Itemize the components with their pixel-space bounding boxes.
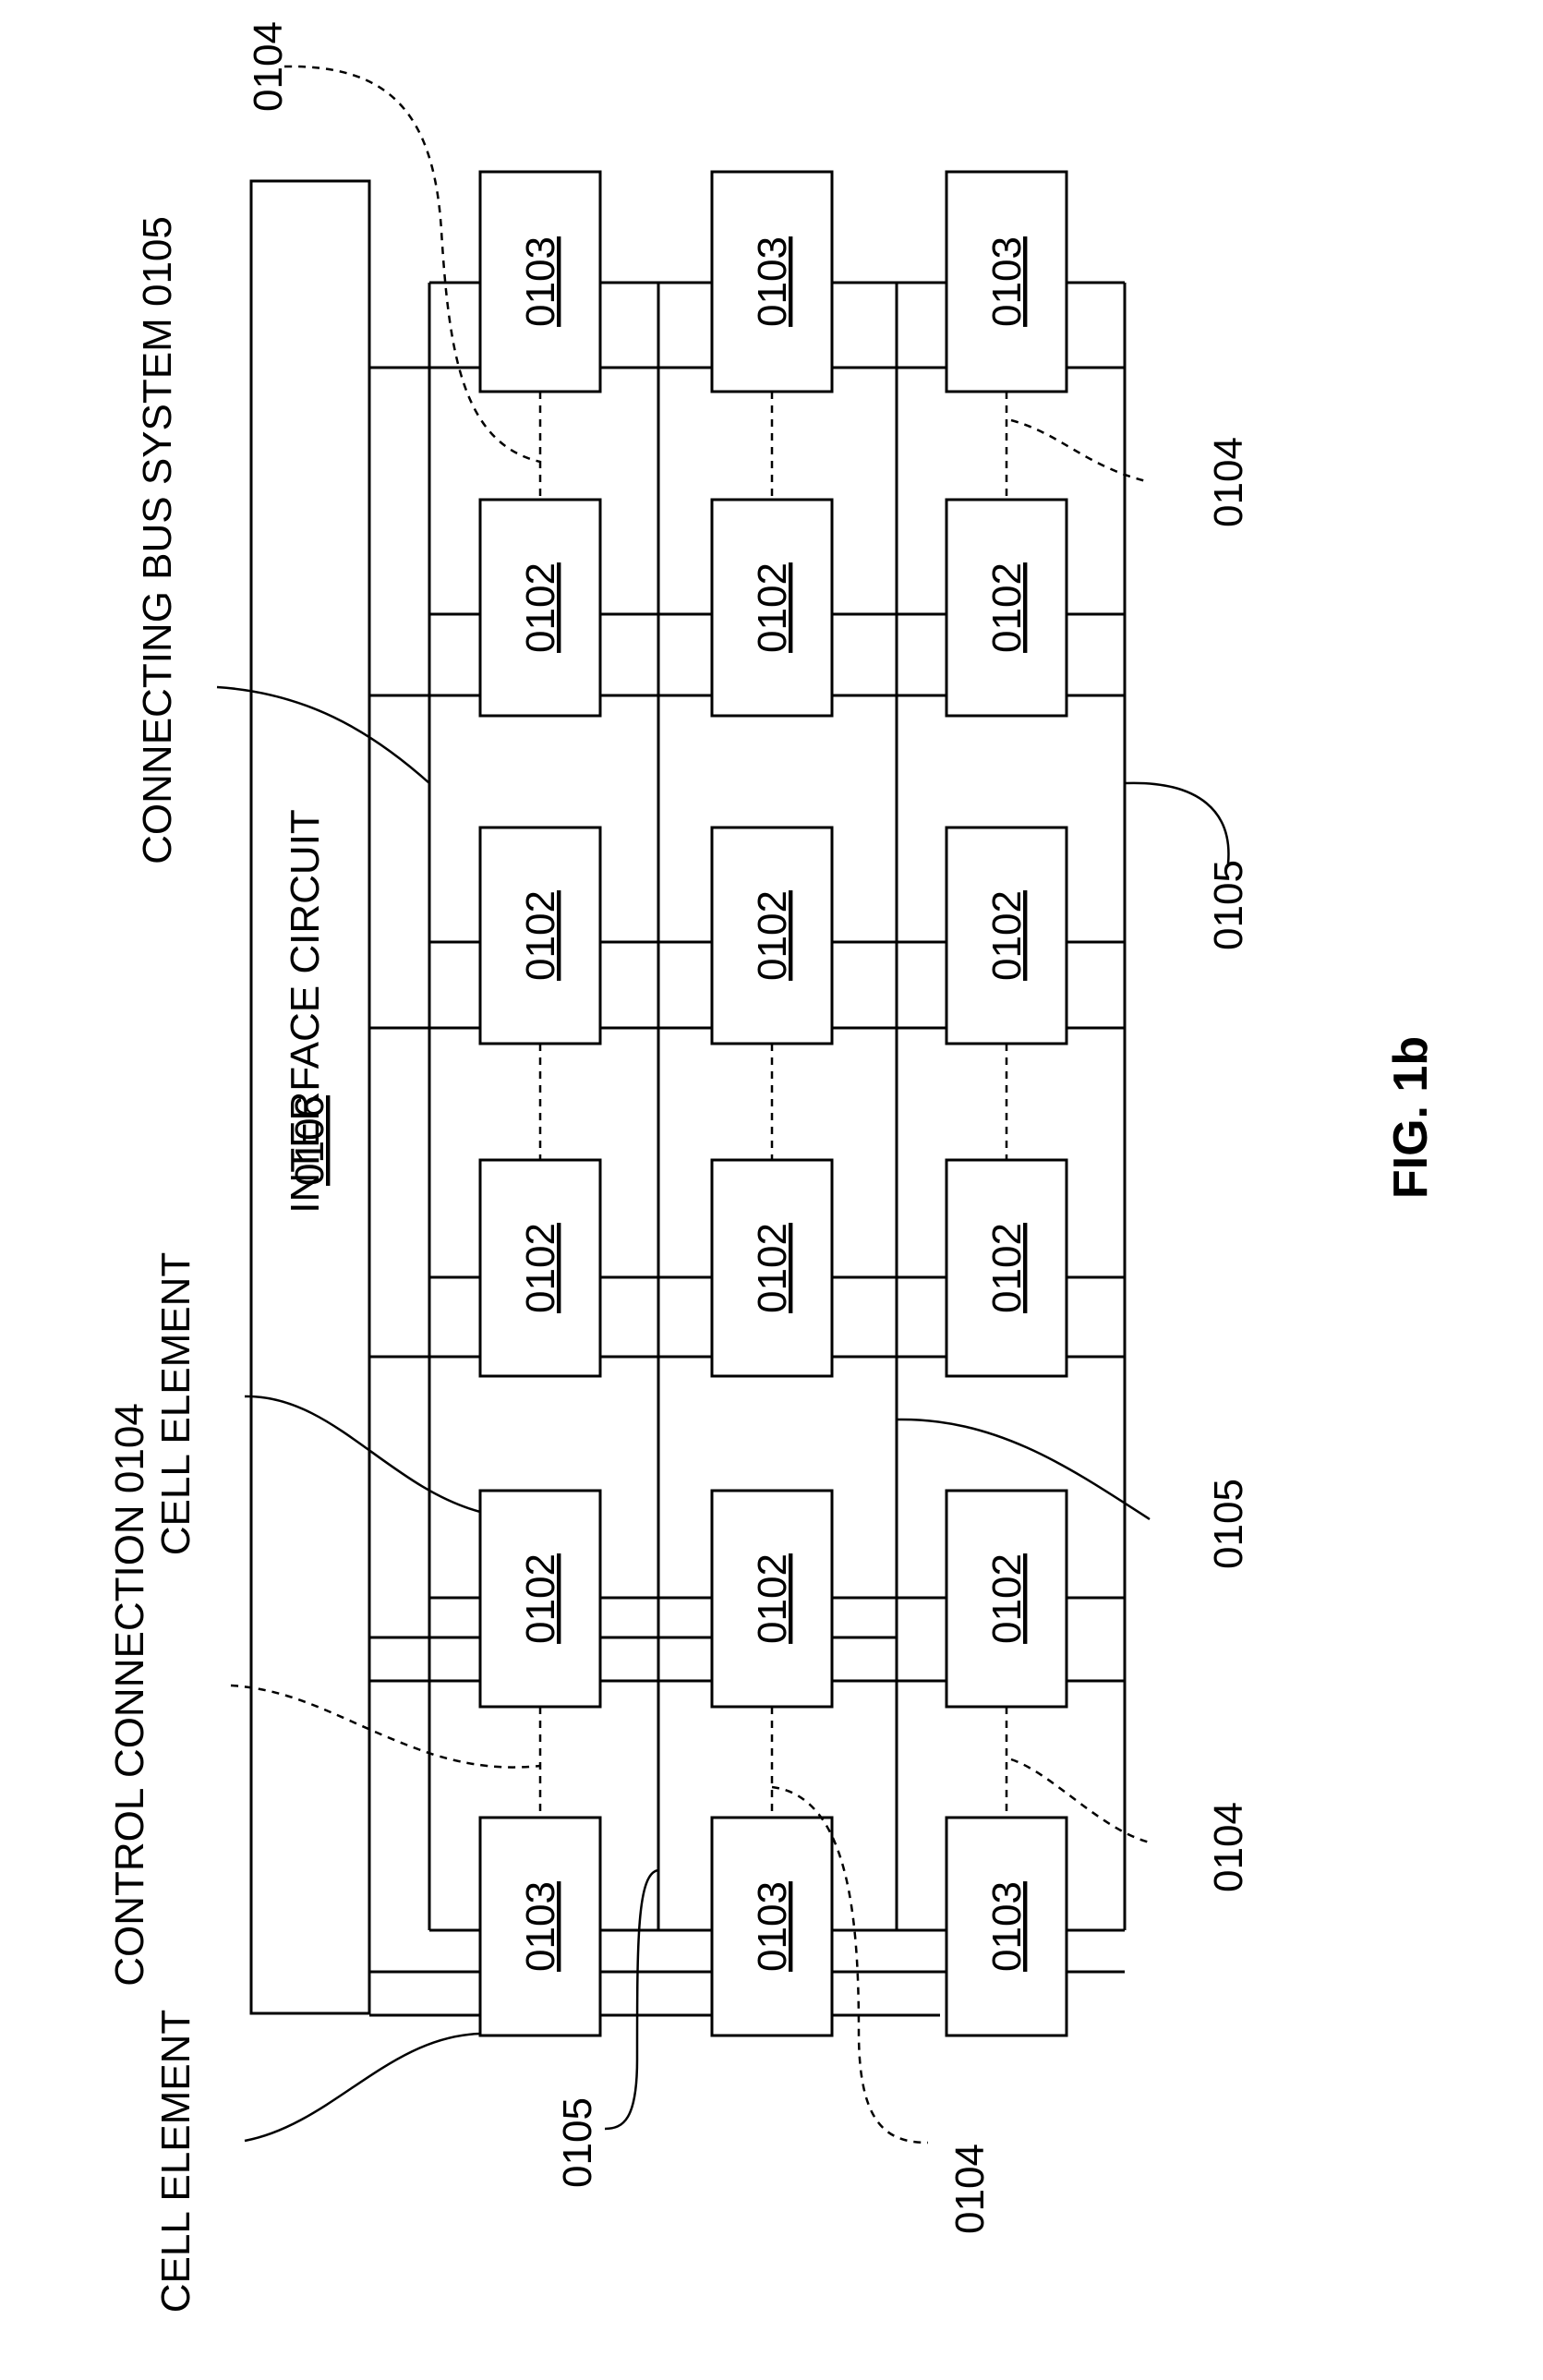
ref-0104-right-top: 0104 <box>1206 437 1251 527</box>
ref-0105-middle: 0105 <box>1206 1479 1251 1569</box>
cell-id-label: 0103 <box>984 1881 1030 1972</box>
leader-0105-left <box>605 1870 658 2129</box>
cell-element-top-label: CELL ELEMENT <box>153 1252 199 1555</box>
cell-id-label: 0103 <box>984 236 1030 327</box>
cell-id-label: 0102 <box>984 1553 1030 1644</box>
cell-element-left-label: CELL ELEMENT <box>153 2010 199 2313</box>
control-connection-label: CONTROL CONNECTION 0104 <box>107 1403 152 1987</box>
connecting-bus-system-label: CONNECTING BUS SYSTEM 0105 <box>135 216 180 864</box>
interface-circuit-id: 0106 <box>287 1095 332 1186</box>
cell-id-label: 0102 <box>750 890 795 981</box>
ref-0105-right: 0105 <box>1206 860 1251 950</box>
cell-grid <box>480 172 1067 2036</box>
cell-id-label: 0102 <box>518 562 563 653</box>
cell-id-label: 0102 <box>984 1223 1030 1313</box>
ref-0104-right-bottom: 0104 <box>1206 1802 1251 1892</box>
leader-0104-right-top <box>1011 420 1150 482</box>
cell-id-label: 0103 <box>518 1881 563 1972</box>
cell-id-label: 0102 <box>750 1553 795 1644</box>
cell-id-label: 0102 <box>518 1223 563 1313</box>
cell-id-label: 0102 <box>750 1223 795 1313</box>
leader-cell-element-left <box>245 2034 480 2141</box>
cell-labels: 0103 0102 0102 0102 0102 0103 0103 0102 0102 0102… <box>518 236 1030 1972</box>
cell-id-label: 0103 <box>750 236 795 327</box>
cell-id-label: 0102 <box>518 890 563 981</box>
cell-id-label: 0102 <box>518 1553 563 1644</box>
ref-0104-top: 0104 <box>246 21 291 112</box>
leader-0105-right <box>1125 783 1228 864</box>
ref-0104-bottom: 0104 <box>947 2144 993 2234</box>
ref-0105-left: 0105 <box>555 2097 600 2188</box>
cell-id-label: 0102 <box>984 562 1030 653</box>
cell-id-label: 0103 <box>750 1881 795 1972</box>
cell-id-label: 0102 <box>984 890 1030 981</box>
cell-id-label: 0102 <box>750 562 795 653</box>
cell-id-label: 0103 <box>518 236 563 327</box>
figure-title: FIG. 1b <box>1384 1036 1438 1199</box>
